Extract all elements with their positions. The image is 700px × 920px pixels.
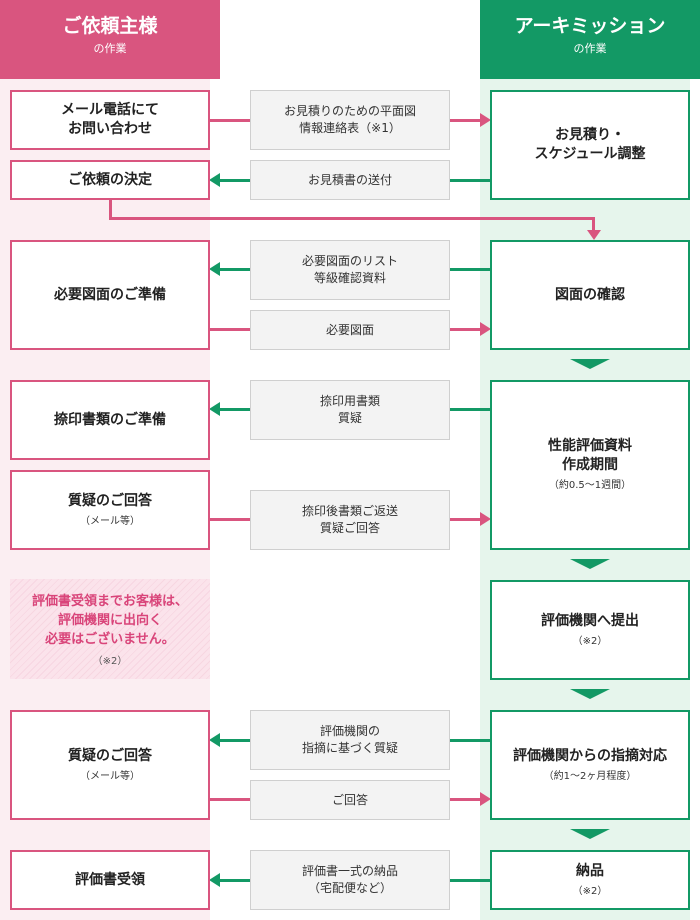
message-drawing-list: 必要図面のリスト 等級確認資料	[250, 240, 450, 300]
message-agency-questions: 評価機関の 指摘に基づく質疑	[250, 710, 450, 770]
arrow-head-right	[480, 512, 491, 526]
arrow-head-left	[209, 873, 220, 887]
message-text: 評価機関の 指摘に基づく質疑	[301, 724, 398, 755]
note-text: 評価書受領までお客様は、 評価機関に出向く 必要はございません。	[31, 593, 188, 647]
message-text: 捺印用書類 質疑	[319, 394, 380, 425]
arrow-line	[450, 739, 490, 742]
client-note: 評価書受領までお客様は、 評価機関に出向く 必要はございません。 （※2）	[10, 579, 210, 679]
arrow-head-left	[209, 262, 220, 276]
arrow-line	[220, 879, 250, 882]
arrow-line	[109, 199, 112, 220]
arrow-line	[450, 798, 480, 801]
message-delivery: 評価書一式の納品 （宅配便など）	[250, 850, 450, 910]
arrow-head-right	[480, 322, 491, 336]
arrow-line	[210, 798, 250, 801]
arrow-line	[450, 879, 490, 882]
message-returned-docs: 捺印後書類ご返送 質疑ご回答	[250, 490, 450, 550]
arrow-line	[450, 408, 490, 411]
arrow-line	[220, 739, 250, 742]
step-label: 質疑のご回答	[68, 747, 152, 764]
arch-step-submit-to-agency: 評価機関へ提出 （※2）	[490, 580, 690, 680]
client-step-inquiry: メール電話にて お問い合わせ	[10, 90, 210, 150]
arrow-line	[220, 268, 250, 271]
message-text: 必要図面	[325, 322, 374, 337]
arrow-line	[450, 518, 480, 521]
client-header-title: ご依頼主様	[62, 15, 158, 37]
message-required-drawings: 必要図面	[250, 310, 450, 350]
arrow-line	[592, 217, 595, 230]
step-sub: （※2）	[572, 885, 608, 897]
arrow-head-left	[209, 402, 220, 416]
arrow-line	[450, 268, 490, 271]
step-label: 図面の確認	[555, 286, 625, 303]
arrow-line	[220, 179, 250, 182]
arch-step-agency-response: 評価機関からの指摘対応 （約1〜2ヶ月程度）	[490, 710, 690, 820]
client-step-answer-questions: 質疑のご回答 （メール等）	[10, 470, 210, 550]
client-header: ご依頼主様 の作業	[0, 0, 220, 79]
arrow-line	[210, 328, 250, 331]
message-estimate-send: お見積書の送付	[250, 160, 450, 200]
step-label: ご依頼の決定	[68, 171, 152, 188]
arrow-line	[220, 408, 250, 411]
arrow-head-left	[209, 173, 220, 187]
message-text: 必要図面のリスト 等級確認資料	[301, 254, 398, 285]
arrow-head-left	[209, 733, 220, 747]
flow-down-chevron	[570, 829, 610, 839]
arrow-head-down	[587, 230, 601, 240]
message-text: ご回答	[331, 792, 368, 807]
step-label: メール電話にて お問い合わせ	[61, 102, 159, 137]
step-sub: （※2）	[572, 635, 608, 647]
note-sub: （※2）	[92, 655, 128, 667]
flow-down-chevron	[570, 559, 610, 569]
message-text: 捺印後書類ご返送 質疑ご回答	[301, 504, 398, 535]
step-sub: （約0.5〜1週間）	[548, 480, 632, 491]
step-label: 評価機関からの指摘対応	[513, 747, 667, 764]
arrow-line	[210, 518, 250, 521]
client-step-receive-report: 評価書受領	[10, 850, 210, 910]
message-text: 評価書一式の納品 （宅配便など）	[301, 864, 398, 895]
client-step-answer-agency-questions: 質疑のご回答 （メール等）	[10, 710, 210, 820]
arch-step-estimate-schedule: お見積り・ スケジュール調整	[490, 90, 690, 200]
arrow-line	[450, 328, 480, 331]
arrow-line	[109, 217, 595, 220]
step-label: 捺印書類のご準備	[54, 411, 166, 428]
client-header-sub: の作業	[93, 42, 127, 55]
arch-step-delivery: 納品 （※2）	[490, 850, 690, 910]
step-label: 質疑のご回答	[68, 492, 152, 509]
arrow-line	[450, 179, 490, 182]
flow-down-chevron	[570, 689, 610, 699]
step-sub: （メール等）	[80, 515, 140, 527]
flow-down-chevron	[570, 359, 610, 369]
client-step-decision: ご依頼の決定	[10, 160, 210, 200]
arrow-head-right	[480, 792, 491, 806]
step-sub: （約1〜2ヶ月程度）	[543, 770, 637, 782]
message-text: お見積りのための平面図 情報連絡表（※1）	[283, 104, 416, 135]
step-label: お見積り・ スケジュール調整	[534, 127, 646, 162]
archimission-header-title: アーキミッション	[514, 15, 666, 37]
client-step-prepare-seal-docs: 捺印書類のご準備	[10, 380, 210, 460]
step-label: 評価書受領	[75, 871, 145, 888]
archimission-header-sub: の作業	[573, 42, 607, 55]
message-estimate-request: お見積りのための平面図 情報連絡表（※1）	[250, 90, 450, 150]
message-answers: ご回答	[250, 780, 450, 820]
arrow-head-right	[480, 113, 491, 127]
archimission-header: アーキミッション の作業	[480, 0, 700, 79]
step-label: 必要図面のご準備	[54, 286, 166, 303]
step-label: 性能評価資料 作成期間	[548, 438, 632, 473]
step-label: 納品	[576, 862, 604, 879]
client-step-prepare-drawings: 必要図面のご準備	[10, 240, 210, 350]
arch-step-prepare-documents: 性能評価資料 作成期間 （約0.5〜1週間）	[490, 380, 690, 550]
arrow-line	[450, 119, 480, 122]
step-label: 評価機関へ提出	[541, 612, 639, 629]
arch-step-check-drawings: 図面の確認	[490, 240, 690, 350]
message-text: お見積書の送付	[307, 172, 392, 187]
message-seal-docs: 捺印用書類 質疑	[250, 380, 450, 440]
step-sub: （メール等）	[80, 770, 140, 782]
arrow-line	[210, 119, 250, 122]
